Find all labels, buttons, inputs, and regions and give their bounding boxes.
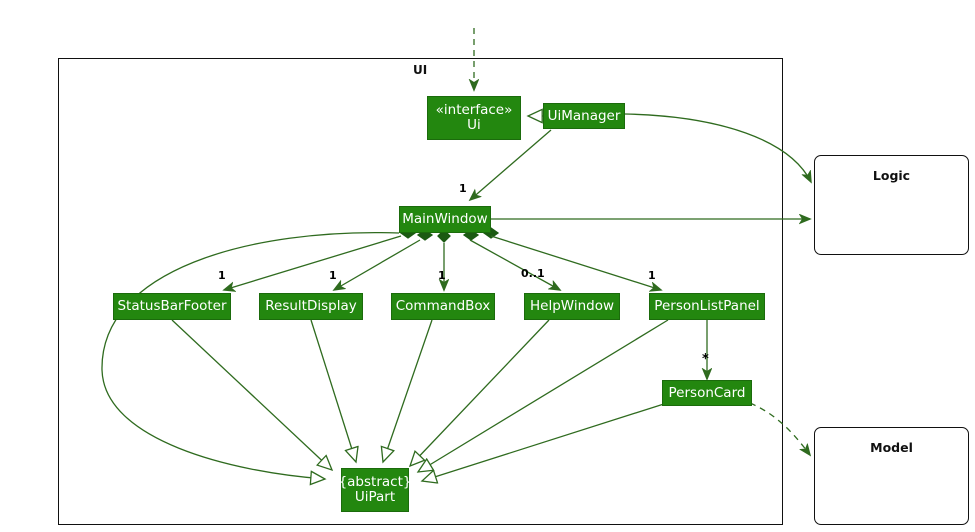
class-resultdisplay[interactable]: ResultDisplay bbox=[259, 293, 363, 320]
multiplicity-helpwindow: 0..1 bbox=[521, 267, 545, 280]
class-statusbarfooter[interactable]: StatusBarFooter bbox=[113, 293, 231, 320]
class-uipart[interactable]: {abstract} UiPart bbox=[338, 468, 412, 512]
class-uimanager-name: UiManager bbox=[547, 107, 621, 124]
class-commandbox[interactable]: CommandBox bbox=[391, 293, 495, 320]
multiplicity-personlistpanel: 1 bbox=[648, 269, 656, 282]
class-helpwindow-name: HelpWindow bbox=[529, 298, 614, 314]
external-component-logic-label: Logic bbox=[872, 168, 911, 183]
multiplicity-mainwindow: 1 bbox=[459, 182, 467, 195]
class-helpwindow[interactable]: HelpWindow bbox=[524, 293, 620, 320]
multiplicity-resultdisplay: 1 bbox=[329, 269, 337, 282]
class-personcard[interactable]: PersonCard bbox=[662, 380, 752, 406]
class-personlistpanel-name: PersonListPanel bbox=[654, 298, 760, 314]
external-component-model-label: Model bbox=[870, 440, 913, 455]
class-ui-interface[interactable]: «interface» Ui bbox=[427, 96, 521, 140]
class-personcard-name: PersonCard bbox=[668, 384, 746, 401]
class-ui-name: Ui bbox=[467, 117, 481, 133]
package-frame-ui bbox=[58, 58, 783, 525]
class-uimanager[interactable]: UiManager bbox=[543, 103, 625, 129]
class-mainwindow[interactable]: MainWindow bbox=[399, 206, 491, 233]
package-label-ui: UI bbox=[413, 63, 428, 77]
multiplicity-personcard: * bbox=[702, 352, 709, 367]
class-mainwindow-name: MainWindow bbox=[402, 211, 488, 227]
class-ui-stereotype: «interface» bbox=[435, 102, 513, 118]
class-statusbarfooter-name: StatusBarFooter bbox=[117, 298, 227, 314]
class-uipart-modifier: {abstract} bbox=[338, 474, 412, 490]
external-component-logic[interactable]: Logic bbox=[814, 155, 969, 255]
class-uipart-name: UiPart bbox=[354, 489, 396, 505]
class-personlistpanel[interactable]: PersonListPanel bbox=[649, 293, 765, 320]
class-commandbox-name: CommandBox bbox=[395, 298, 491, 314]
multiplicity-commandbox: 1 bbox=[438, 269, 446, 282]
multiplicity-statusbarfooter: 1 bbox=[218, 269, 226, 282]
external-component-model[interactable]: Model bbox=[814, 427, 969, 525]
class-resultdisplay-name: ResultDisplay bbox=[265, 298, 357, 314]
